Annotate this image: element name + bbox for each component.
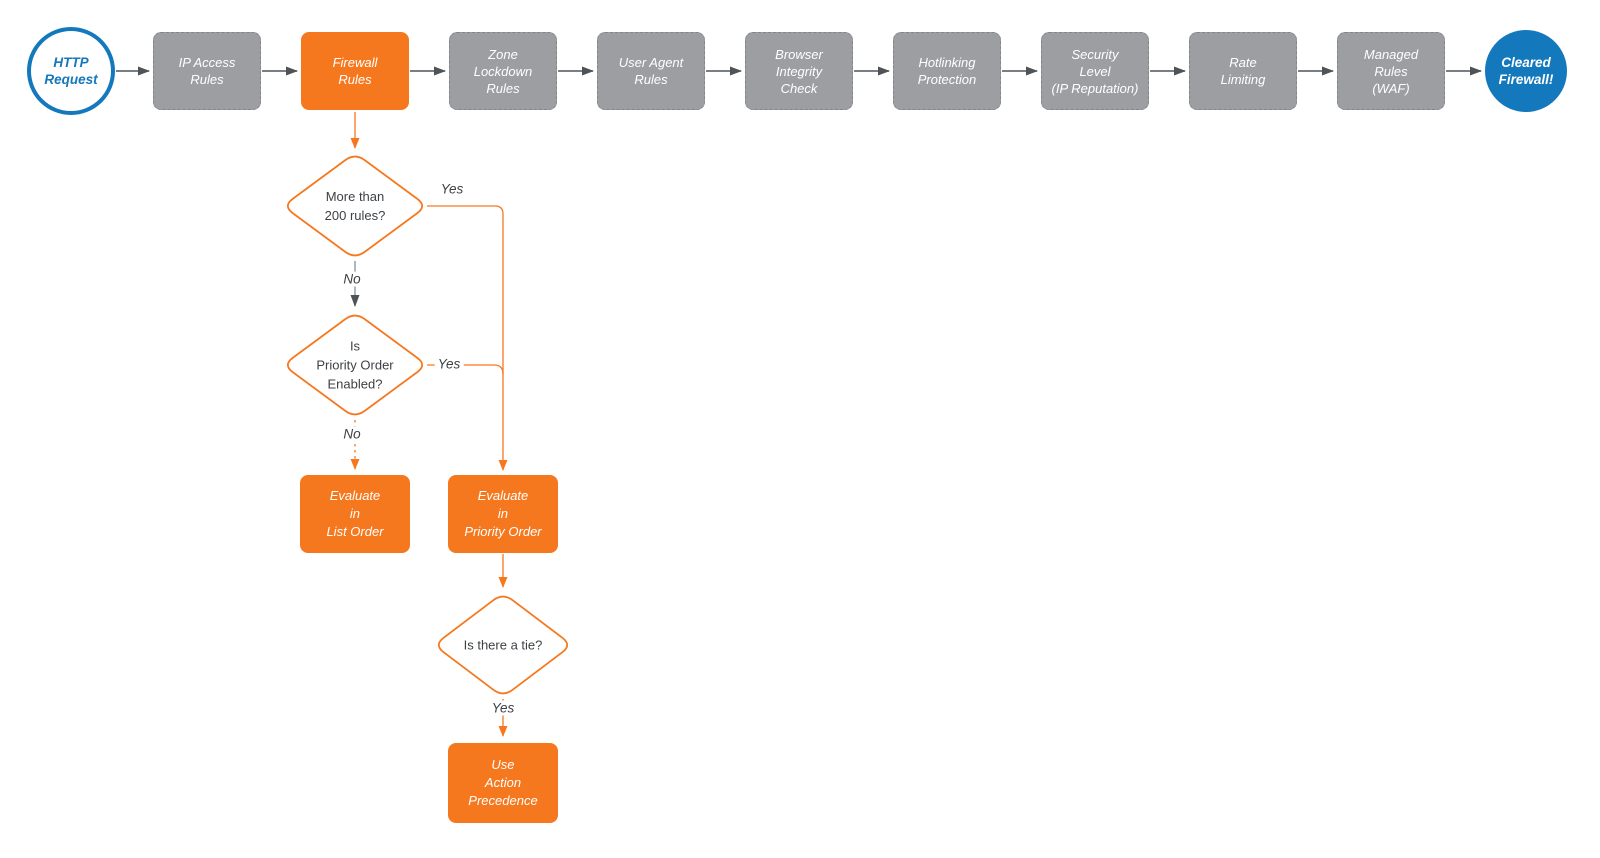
node-label: User Agent Rules bbox=[618, 55, 684, 87]
question-is-there-a-tie: Is there a tie? bbox=[463, 637, 543, 653]
node-label: Firewall Rules bbox=[332, 55, 378, 87]
node-managed-rules-waf: Managed Rules (WAF) bbox=[1337, 32, 1445, 110]
decision-diamonds bbox=[286, 155, 569, 695]
node-label: Hotlinking Protection bbox=[917, 55, 977, 87]
node-ip-access-rules: IP Access Rules bbox=[153, 32, 261, 110]
node-label: Managed Rules (WAF) bbox=[1363, 46, 1419, 96]
diamond-is-there-a-tie bbox=[437, 595, 569, 695]
node-cleared-firewall: Cleared Firewall! bbox=[1485, 30, 1567, 112]
question-more-than-200-rules: More than 200 rules? bbox=[324, 189, 386, 223]
node-label: HTTP Request bbox=[44, 55, 98, 87]
node-user-agent-rules: User Agent Rules bbox=[597, 32, 705, 110]
node-label: Evaluate in List Order bbox=[326, 488, 384, 539]
edge-yes-to-priority-order bbox=[427, 205, 508, 471]
node-firewall-rules: Firewall Rules bbox=[301, 32, 409, 110]
diamond-more-than-200-rules bbox=[286, 155, 424, 257]
node-label: Use Action Precedence bbox=[468, 757, 538, 808]
node-security-level: Security Level (IP Reputation) bbox=[1041, 32, 1149, 110]
node-label: Browser Integrity Check bbox=[775, 46, 823, 96]
node-http-request: HTTP Request bbox=[27, 27, 115, 115]
node-label: Cleared Firewall! bbox=[1498, 55, 1554, 87]
edge-label-yes-priority-enabled: Yes bbox=[434, 356, 464, 372]
edge-label-no-more-than-200: No bbox=[340, 271, 364, 287]
node-evaluate-in-list-order: Evaluate in List Order bbox=[300, 475, 410, 553]
edge-label-no-priority-enabled: No bbox=[340, 426, 364, 442]
node-rate-limiting: Rate Limiting bbox=[1189, 32, 1297, 110]
node-label: Zone Lockdown Rules bbox=[473, 46, 533, 96]
node-evaluate-in-priority-order: Evaluate in Priority Order bbox=[448, 475, 558, 553]
edge-yes-merge bbox=[427, 364, 504, 375]
question-priority-order-enabled: Is Priority Order Enabled? bbox=[316, 338, 394, 392]
node-zone-lockdown-rules: Zone Lockdown Rules bbox=[449, 32, 557, 110]
edge-label-yes-tie: Yes bbox=[488, 700, 518, 716]
node-browser-integrity-check: Browser Integrity Check bbox=[745, 32, 853, 110]
edge-label-yes-more-than-200: Yes bbox=[440, 181, 464, 197]
node-hotlinking-protection: Hotlinking Protection bbox=[893, 32, 1001, 110]
node-use-action-precedence: Use Action Precedence bbox=[448, 743, 558, 823]
node-label: Evaluate in Priority Order bbox=[464, 488, 542, 539]
node-label: IP Access Rules bbox=[178, 55, 236, 87]
node-label: Security Level (IP Reputation) bbox=[1051, 46, 1139, 96]
diamond-priority-order-enabled bbox=[286, 314, 424, 416]
node-label: Rate Limiting bbox=[1220, 55, 1266, 87]
